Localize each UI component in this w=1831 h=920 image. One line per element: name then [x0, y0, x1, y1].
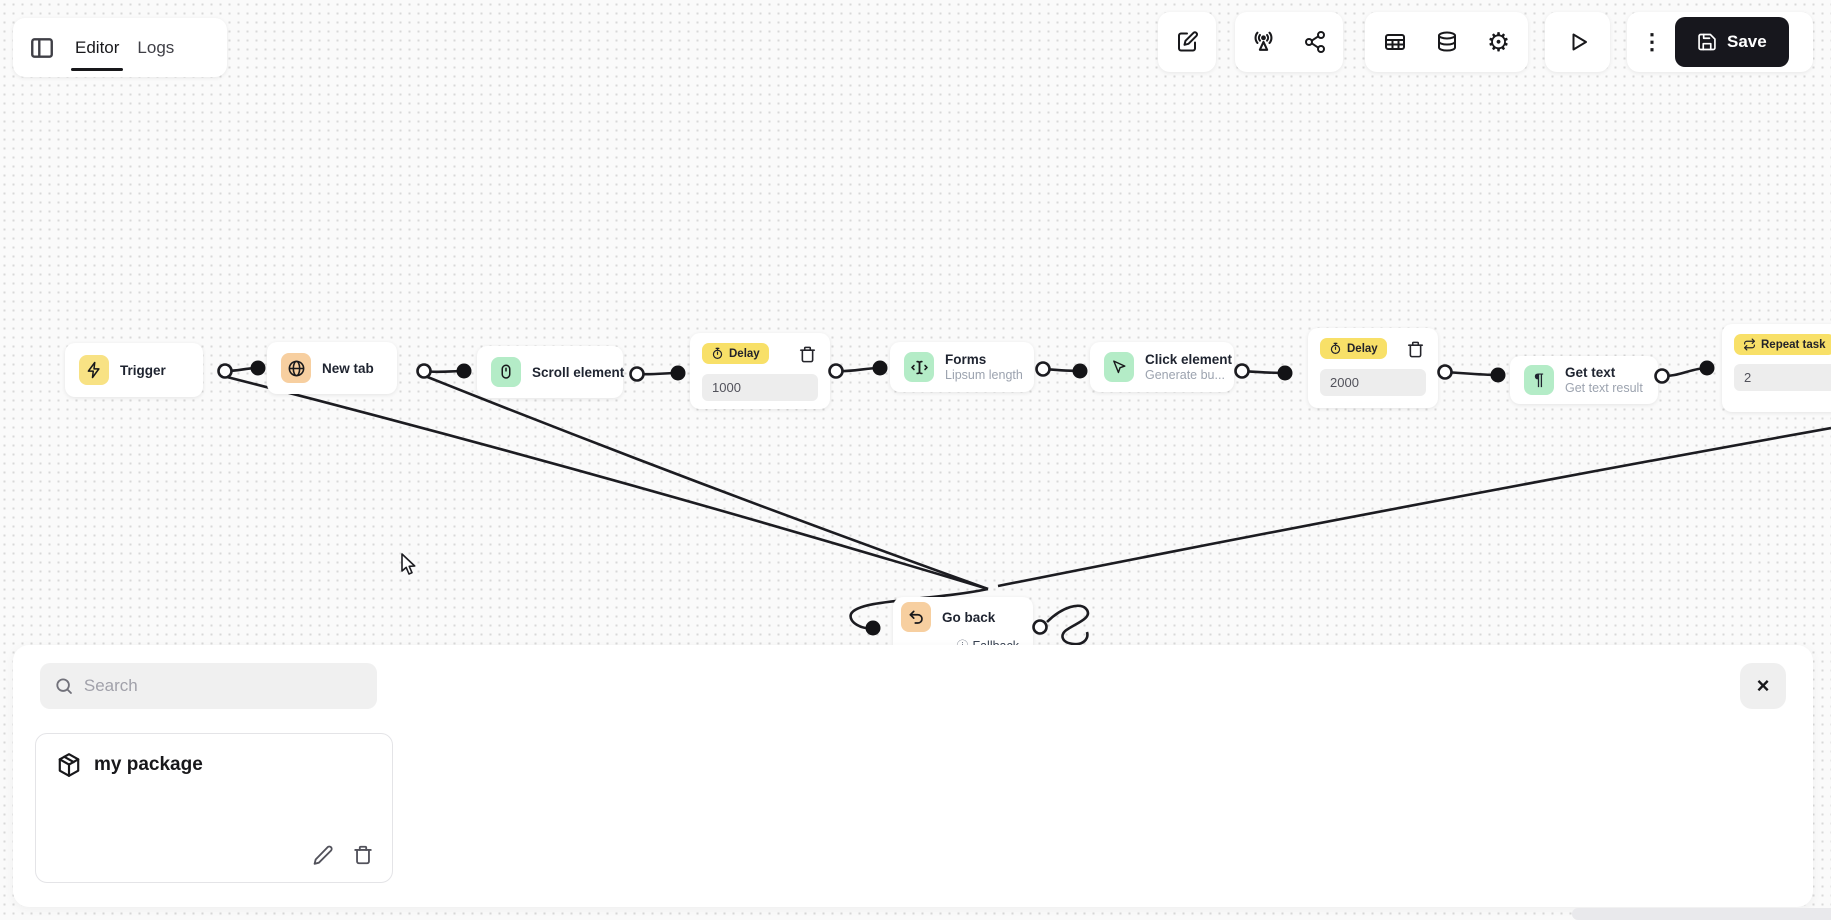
input-handle[interactable] — [250, 360, 266, 376]
edge — [1444, 370, 1499, 377]
input-handle[interactable] — [1699, 360, 1715, 376]
node-label: Scroll element — [532, 364, 625, 380]
output-handle[interactable] — [1032, 619, 1048, 635]
node-new-tab[interactable]: New tab — [267, 342, 397, 394]
node-label: Trigger — [120, 362, 166, 378]
package-name: my package — [94, 754, 203, 775]
delay-ms-input[interactable] — [702, 374, 818, 401]
input-handle[interactable] — [872, 360, 888, 376]
packages-panel: × my package — [13, 645, 1813, 907]
floppy-icon — [1698, 33, 1716, 51]
node-get-text[interactable]: ¶ Get text Get text result — [1510, 356, 1658, 404]
output-handle[interactable] — [1437, 364, 1453, 380]
node-sublabel: Lipsum length — [945, 368, 1023, 382]
stopwatch-icon — [712, 347, 723, 359]
repeat-count-input[interactable] — [1734, 364, 1831, 391]
table-icon[interactable] — [1378, 25, 1412, 59]
close-panel-button[interactable]: × — [1740, 663, 1786, 709]
toolbar-collab-card — [1235, 12, 1343, 72]
delete-trash-icon[interactable] — [352, 844, 374, 866]
delay-badge: Delay — [702, 343, 769, 364]
input-handle[interactable] — [670, 365, 686, 381]
save-button[interactable]: Save — [1675, 17, 1789, 67]
node-sublabel: Get text result — [1565, 381, 1643, 395]
stopwatch-icon — [1330, 342, 1341, 354]
lightning-icon — [79, 355, 109, 385]
delay-ms-input[interactable] — [1320, 369, 1426, 396]
search-input[interactable] — [83, 676, 363, 696]
search-icon — [56, 678, 72, 694]
input-handle[interactable] — [1277, 365, 1293, 381]
horizontal-scrollbar[interactable] — [1572, 908, 1831, 920]
globe-icon — [281, 353, 311, 383]
node-label: Forms — [945, 352, 987, 367]
node-repeat-task[interactable]: Repeat task — [1722, 324, 1831, 412]
node-forms[interactable]: Forms Lipsum length — [890, 342, 1034, 392]
delay-badge: Delay — [1320, 338, 1387, 359]
package-card[interactable]: my package — [35, 733, 393, 883]
toolbar-new-card — [1158, 12, 1216, 72]
trash-icon[interactable] — [798, 345, 818, 365]
output-handle[interactable] — [629, 366, 645, 382]
repeat-icon — [1744, 338, 1755, 351]
pointer-icon — [1104, 352, 1134, 382]
output-handle[interactable] — [1654, 368, 1670, 384]
editor-tabs-card: Editor Logs — [13, 18, 227, 77]
edge-long — [226, 375, 989, 591]
node-label: Go back — [942, 609, 996, 625]
edit-pencil-icon[interactable] — [312, 844, 334, 866]
broadcast-icon[interactable] — [1246, 25, 1280, 59]
mouse-icon — [491, 357, 521, 387]
output-handle[interactable] — [828, 363, 844, 379]
output-handle[interactable] — [217, 363, 233, 379]
node-label: Click element — [1145, 352, 1233, 367]
toolbar-save-card: ⋮ Save — [1627, 12, 1813, 72]
toolbar-run-card — [1545, 12, 1610, 72]
node-trigger[interactable]: Trigger — [65, 343, 203, 397]
package-icon — [58, 753, 80, 777]
output-handle[interactable] — [1234, 363, 1250, 379]
output-handle[interactable] — [1035, 361, 1051, 377]
tab-logs[interactable]: Logs — [137, 37, 175, 57]
input-handle[interactable] — [1490, 367, 1506, 383]
run-play-icon[interactable] — [1561, 25, 1595, 59]
pilcrow-icon: ¶ — [1524, 365, 1554, 395]
input-handle[interactable] — [865, 620, 881, 636]
text-cursor-icon — [904, 352, 934, 382]
node-sublabel: Generate bu... — [1145, 368, 1225, 382]
close-icon: × — [1756, 673, 1770, 698]
node-label: Get text — [1565, 365, 1616, 380]
output-handle[interactable] — [416, 363, 432, 379]
database-icon[interactable] — [1430, 25, 1464, 59]
node-label: New tab — [322, 360, 374, 376]
input-handle[interactable] — [1072, 363, 1088, 379]
node-delay-2[interactable]: Delay — [1308, 328, 1438, 408]
node-scroll-element[interactable]: Scroll element — [477, 346, 625, 398]
share-icon[interactable] — [1298, 25, 1332, 59]
node-delay-1[interactable]: Delay — [690, 333, 830, 409]
more-kebab-icon[interactable]: ⋮ — [1641, 29, 1663, 54]
new-note-icon[interactable] — [1170, 25, 1204, 59]
settings-gear-icon[interactable]: ⚙ — [1486, 27, 1511, 57]
edge-squiggle — [1046, 604, 1090, 646]
undo-icon — [901, 602, 931, 632]
sidebar-panel-icon[interactable] — [27, 33, 57, 63]
toolbar-data-card: ⚙ — [1365, 12, 1528, 72]
repeat-task-badge: Repeat task — [1734, 334, 1831, 355]
trash-icon[interactable] — [1406, 340, 1426, 360]
tab-editor[interactable]: Editor — [70, 18, 124, 77]
input-handle[interactable] — [456, 363, 472, 379]
node-click-element[interactable]: Click element Generate bu... — [1090, 342, 1234, 392]
edge-long — [997, 426, 1831, 588]
search-box[interactable] — [40, 663, 377, 709]
